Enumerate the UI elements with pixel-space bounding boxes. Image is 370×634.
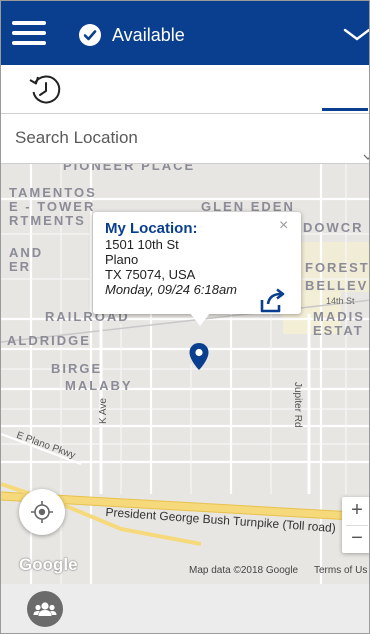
share-icon[interactable] <box>259 288 287 314</box>
address-line: 1501 10th St <box>105 237 179 252</box>
menu-icon-bar <box>12 31 46 35</box>
location-pin-icon[interactable] <box>188 342 210 372</box>
tab-indicator <box>322 108 368 111</box>
map-view[interactable]: PIONEER PLACE TAMENTOS E - TOWER RTMENTS… <box>1 164 370 584</box>
map-label: BIRGE <box>51 361 103 376</box>
chevron-down-icon[interactable] <box>343 27 369 43</box>
map-label: MALABY <box>65 378 133 393</box>
close-icon[interactable]: × <box>279 217 289 234</box>
app-header: Available <box>1 1 369 65</box>
map-label: AND <box>9 245 44 260</box>
street-label: K Ave <box>98 398 109 424</box>
crosshair-icon <box>31 501 53 523</box>
location-timestamp: Monday, 09/24 6:18am <box>105 282 238 297</box>
address-line: TX 75074, USA <box>105 267 196 282</box>
map-label: TAMENTOS <box>9 185 97 200</box>
chevron-down-icon[interactable] <box>363 148 369 160</box>
menu-icon-bar <box>12 21 46 25</box>
map-label: PIONEER PLACE <box>63 164 196 173</box>
my-location-button[interactable] <box>19 489 65 535</box>
terms-link[interactable]: Terms of Us <box>314 565 368 576</box>
street-label: 14th St <box>326 296 355 306</box>
street-label: Jupiter Rd <box>292 382 303 428</box>
history-icon[interactable] <box>27 71 65 109</box>
bottom-bar <box>1 584 369 633</box>
map-label: DOWCR <box>303 220 364 235</box>
info-title: My Location: <box>105 220 198 237</box>
google-logo: Google <box>19 555 78 574</box>
map-label: GLEN EDEN <box>201 199 295 214</box>
address-line: Plano <box>105 252 139 267</box>
zoom-in-button[interactable]: + <box>351 499 363 521</box>
menu-icon[interactable] <box>12 19 50 49</box>
menu-icon-bar <box>12 41 46 45</box>
tab-bar <box>1 65 369 114</box>
map-label: FOREST <box>305 260 370 275</box>
map-label: ALDRIDGE <box>7 333 91 348</box>
zoom-out-button[interactable]: − <box>351 527 363 549</box>
map-label: ER <box>9 259 32 274</box>
map-label: BELLEV <box>305 278 369 293</box>
map-attribution: Map data ©2018 Google <box>189 565 299 576</box>
map-label: ESTAT <box>313 323 364 338</box>
map-roads <box>1 164 369 584</box>
search-location-input[interactable] <box>1 124 351 152</box>
search-row <box>1 114 369 164</box>
map-label: MADIS <box>313 309 365 324</box>
availability-status[interactable]: Available <box>112 25 185 45</box>
group-icon[interactable] <box>27 591 63 627</box>
map-label: E - TOWER <box>9 199 96 214</box>
zoom-control: + − <box>342 497 369 553</box>
check-circle-icon <box>79 24 101 46</box>
map-label: RTMENTS <box>9 213 86 228</box>
location-info-window: My Location: 1501 10th St Plano TX 75074… <box>93 212 301 314</box>
zoom-divider <box>346 525 368 526</box>
info-window-tail <box>190 313 210 326</box>
